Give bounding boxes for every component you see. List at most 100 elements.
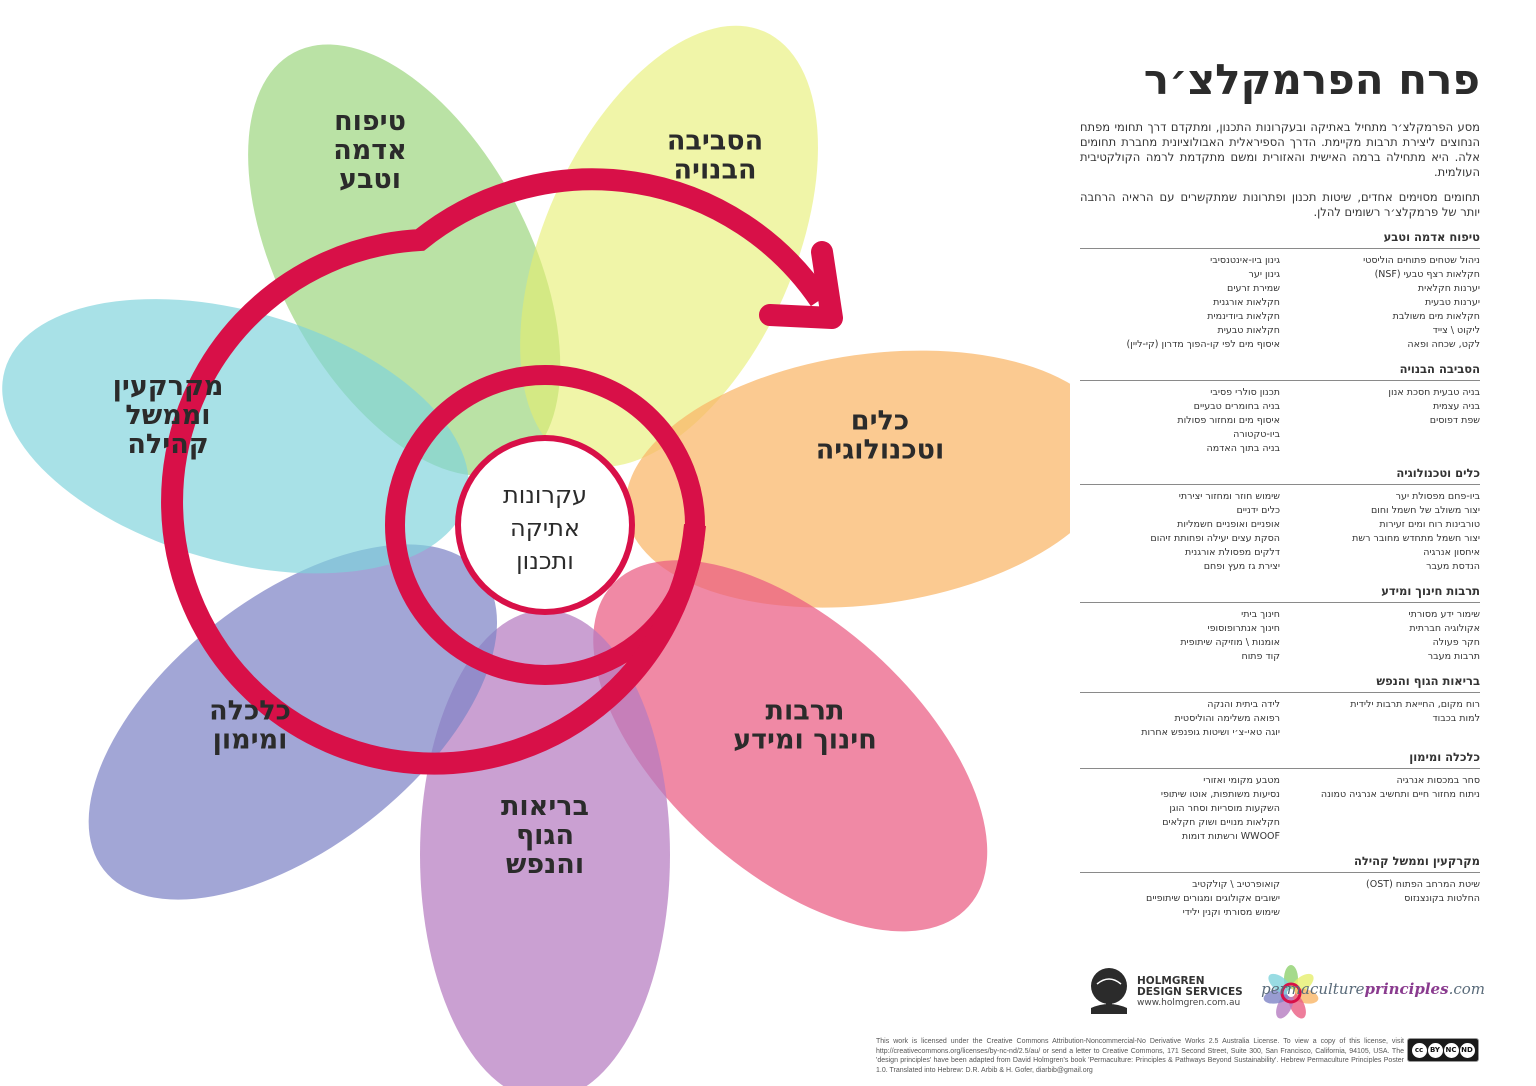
list-item: ניתוח מחזור חיים ותחשיב אנרגיה טמונה <box>1320 789 1480 800</box>
permaculture-flower-logo-icon <box>1263 965 1319 1019</box>
list-item: WWOOF ורשתות דומות <box>1181 831 1280 842</box>
page-title: פרח הפרמקלצ׳ר <box>1143 55 1480 104</box>
list-item: יוגה טאי-צ׳י ושיטות גופנפש אחרות <box>1141 727 1280 738</box>
list-item: חינוך ביתי <box>1241 609 1280 620</box>
list-item: איסוף מים ומחזור פסולות <box>1177 415 1280 426</box>
section-columns: ניהול שטחים פתוחים הוליסטי חקלאות רצף טבע… <box>1080 254 1480 352</box>
list-item: דלקים מפסולת אורגנית <box>1185 547 1280 558</box>
section-columns: סחר במכסות אנרגיה ניתוח מחזור חיים ותחשיב… <box>1080 774 1480 844</box>
list-item: יצירת גז מעץ ופחם <box>1203 561 1280 572</box>
list-item: שימור ידע מסורתי <box>1408 609 1481 620</box>
list-item: החלטות בקונצנזוס <box>1404 893 1480 904</box>
column-right: שיטת המרחב הפתוח (OST) החלטות בקונצנזוס <box>1280 878 1480 920</box>
cc-license-badge: cc BY NC ND <box>1407 1038 1479 1062</box>
list-item: גינון ביו-אינטנסיבי <box>1210 255 1280 266</box>
intro-paragraph-1: מסע הפרמקלצ׳ר מתחיל באתיקה ובעקרונות התכ… <box>1080 120 1480 179</box>
section-title: בריאות הגוף והנפש <box>1080 674 1480 693</box>
column-left: לידה ביתית והנקה רפואה משלימה והוליסטית יו… <box>1080 698 1280 740</box>
info-panel: פרח הפרמקלצ׳ר מסע הפרמקלצ׳ר מתחיל באתיקה… <box>1080 50 1480 1080</box>
column-left: גינון ביו-אינטנסיבי גינון יער שמירת זרעים ח… <box>1080 254 1280 352</box>
section-columns: ביו-פחם מפסולת יער יצור משולב של חשמל וחו… <box>1080 490 1480 574</box>
list-item: לקט, שכחה ופאה <box>1407 339 1480 350</box>
list-item: קואופרטיב \ קולקטיב <box>1192 879 1280 890</box>
section-0: טיפוח אדמה וטבע ניהול שטחים פתוחים הוליסט… <box>1080 230 1480 352</box>
spiral-arrowhead-icon <box>759 241 843 329</box>
list-item: חקלאות טבעית <box>1217 325 1280 336</box>
petal-land <box>2 299 469 574</box>
list-item: תכנון סולרי פסיבי <box>1210 387 1280 398</box>
nc-icon: NC <box>1443 1042 1459 1058</box>
list-item: ביו-טקטורה <box>1233 429 1280 440</box>
column-right: ניהול שטחים פתוחים הוליסטי חקלאות רצף טבע… <box>1280 254 1480 352</box>
petal-built <box>520 25 818 467</box>
list-item: שימוש חוזר ומחזור יצירתי <box>1178 491 1280 502</box>
list-item: יצור משולב של חשמל וחום <box>1370 505 1480 516</box>
list-item: חקלאות מנויים ושוק חקלאים <box>1162 817 1280 828</box>
column-right: בניה טבעית חסכת אנון בניה עצמית שפת דפוסים <box>1280 386 1480 456</box>
list-item: איחסון אנרגיה <box>1423 547 1480 558</box>
list-item: שמירת זרעים <box>1227 283 1280 294</box>
list-item: סחר במכסות אנרגיה <box>1396 775 1480 786</box>
list-item: רפואה משלימה והוליסטית <box>1174 713 1280 724</box>
list-item: למות בכבוד <box>1432 713 1481 724</box>
list-item: לידה ביתית והנקה <box>1207 699 1280 710</box>
list-item: שיטת המרחב הפתוח (OST) <box>1366 879 1480 890</box>
column-left: חינוך ביתי חינוך אנתרופוסופי אומנות \ מוזי… <box>1080 608 1280 664</box>
list-item: בניה עצמית <box>1432 401 1480 412</box>
section-4: בריאות הגוף והנפש רוח מקום, החייאת תרבות … <box>1080 674 1480 740</box>
list-item: יערנות חקלאית <box>1417 283 1480 294</box>
list-item: קוד פתוח <box>1241 651 1280 662</box>
by-icon: BY <box>1427 1042 1443 1058</box>
list-item: כלים ידניים <box>1236 505 1280 516</box>
section-columns: שיטת המרחב הפתוח (OST) החלטות בקונצנזוס קו… <box>1080 878 1480 920</box>
permaculture-principles-logo-text: permacultureprinciples.com <box>1261 980 1485 998</box>
list-item: חקלאות מים משולבת <box>1392 311 1480 322</box>
list-item: הנדסת מעבר <box>1426 561 1480 572</box>
list-item: איסוף מים לפי קו-הפוך מדרון (קי-ליין) <box>1126 339 1280 350</box>
petal-health <box>420 610 670 1086</box>
list-item: חינוך אנתרופוסופי <box>1207 623 1280 634</box>
section-title: טיפוח אדמה וטבע <box>1080 230 1480 249</box>
cc-icon: cc <box>1411 1042 1427 1058</box>
list-item: אומנות \ מוזיקה שיתופית <box>1180 637 1280 648</box>
list-item: חקלאות רצף טבעי (NSF) <box>1374 269 1480 280</box>
list-item: חקר פעולה <box>1432 637 1480 648</box>
list-item: שימוש מסורתי וקנין ילידי <box>1182 907 1280 918</box>
list-item: הסקת עצים יעילה ופחותת זיהום <box>1150 533 1280 544</box>
list-item: ישובים אקולוגים ומגורים שיתופיים <box>1146 893 1280 904</box>
petals <box>2 25 1070 1086</box>
list-item: שפת דפוסים <box>1429 415 1480 426</box>
holmgren-tree-logo-icon <box>1091 968 1127 1014</box>
list-item: ניהול שטחים פתוחים הוליסטי <box>1363 255 1480 266</box>
column-right: סחר במכסות אנרגיה ניתוח מחזור חיים ותחשיב… <box>1280 774 1480 844</box>
section-title: כלים וטכנולוגיה <box>1080 466 1480 485</box>
list-item: תרבות מעבר <box>1427 651 1480 662</box>
list-item: גינון יער <box>1248 269 1280 280</box>
column-left: קואופרטיב \ קולקטיב ישובים אקולוגים ומגור… <box>1080 878 1280 920</box>
list-item: בניה טבעית חסכת אנון <box>1388 387 1480 398</box>
list-item: יערנות טבעית <box>1424 297 1480 308</box>
list-item: ליקוט \ צייד <box>1432 325 1480 336</box>
spiral-outer-arc <box>161 168 830 775</box>
domain-sections: טיפוח אדמה וטבע ניהול שטחים פתוחים הוליסט… <box>1080 230 1480 920</box>
list-item: ביו-פחם מפסולת יער <box>1395 491 1480 502</box>
holmgren-name: HOLMGREN DESIGN SERVICES <box>1137 975 1243 998</box>
list-item: טורבינות רוח ומים זעירות <box>1379 519 1480 530</box>
section-columns: בניה טבעית חסכת אנון בניה עצמית שפת דפוסים… <box>1080 386 1480 456</box>
nd-icon: ND <box>1459 1042 1475 1058</box>
